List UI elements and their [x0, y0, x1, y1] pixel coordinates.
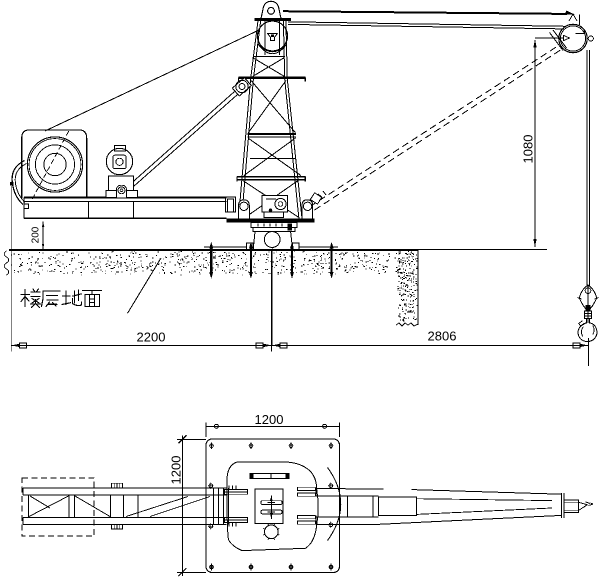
svg-text:1080: 1080: [521, 135, 536, 164]
svg-text:2806: 2806: [428, 329, 457, 344]
svg-text:200: 200: [31, 226, 42, 243]
svg-text:2200: 2200: [137, 330, 166, 345]
svg-text:1200: 1200: [169, 456, 184, 485]
svg-text:1200: 1200: [255, 412, 284, 427]
